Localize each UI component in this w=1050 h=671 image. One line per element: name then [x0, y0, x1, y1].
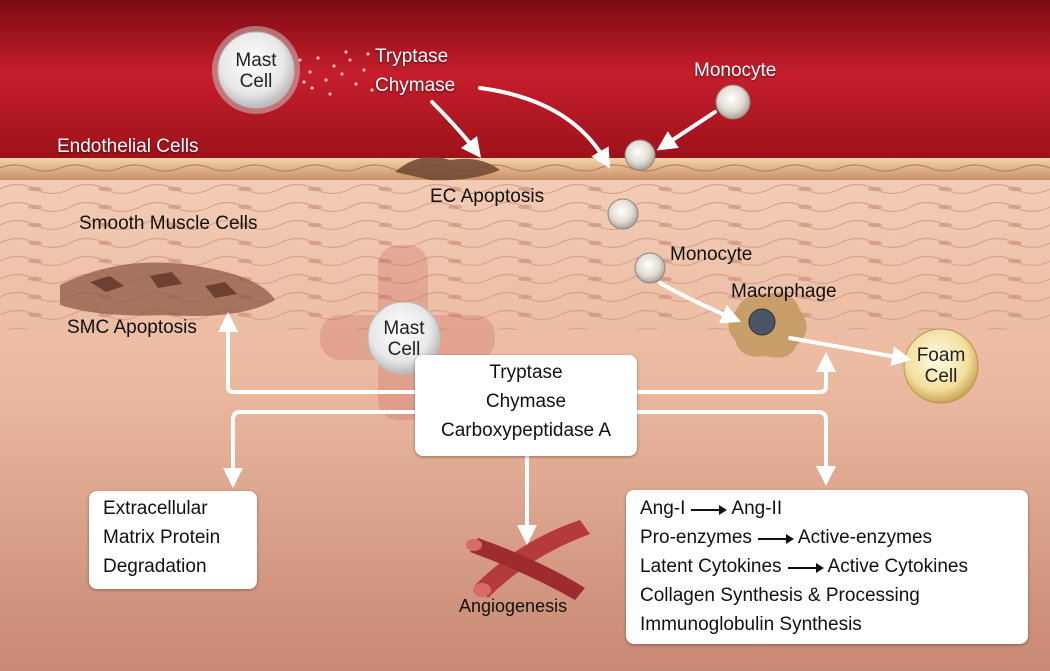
- endothelium-texture: [0, 158, 1050, 180]
- smc-apoptosis-label: SMC Apoptosis: [67, 317, 197, 338]
- enzyme-carboxypeptidase: Carboxypeptidase A: [440, 420, 612, 441]
- conversion-from: Ang-I: [640, 498, 686, 519]
- conversion-row: Latent Cytokines Active Cytokines: [640, 552, 1028, 581]
- conversion-row: Pro-enzymes Active-enzymes: [640, 523, 1028, 552]
- conversion-to: Ang-II: [731, 498, 783, 519]
- effect-collagen: Collagen Synthesis & Processing: [640, 585, 920, 606]
- tryptase-top-label: Tryptase: [375, 46, 449, 67]
- macrophage-label: Macrophage: [731, 281, 837, 302]
- monocyte-migrating-icon: [607, 198, 639, 230]
- effect-immunoglobulin: Immunoglobulin Synthesis: [640, 614, 862, 635]
- enzyme-tryptase: Tryptase: [489, 362, 563, 383]
- monocyte-mid-icon: [634, 252, 666, 284]
- smooth-muscle-cells-label: Smooth Muscle Cells: [79, 213, 258, 234]
- conversion-from: Pro-enzymes: [640, 527, 752, 548]
- enzyme-box: Tryptase Chymase Carboxypeptidase A: [415, 355, 637, 456]
- monocyte-top-label: Monocyte: [694, 60, 777, 81]
- endothelial-cells-label: Endothelial Cells: [57, 136, 199, 157]
- conversion-to: Active-enzymes: [797, 527, 933, 548]
- monocyte-top-icon: [715, 84, 751, 120]
- conversion-row: Ang-I Ang-II: [640, 494, 1028, 523]
- ecm-line-1: Extracellular: [103, 498, 208, 519]
- conversion-to: Active Cytokines: [827, 556, 968, 577]
- conversion-from: Latent Cytokines: [640, 556, 782, 577]
- effects-box: Ang-I Ang-II Pro-enzymes Active-enzymes …: [626, 490, 1028, 644]
- monocyte-mid-label: Monocyte: [670, 244, 753, 265]
- macrophage-icon: [728, 292, 807, 358]
- process-arrows: [218, 86, 912, 545]
- angiogenesis-label: Angiogenesis: [459, 596, 568, 616]
- ec-apoptosis-label: EC Apoptosis: [430, 186, 545, 207]
- angiogenesis-vessels-icon: [466, 520, 590, 600]
- chymase-top-label: Chymase: [375, 75, 456, 96]
- ecm-line-3: Degradation: [103, 556, 207, 577]
- right-arrow-icon: [691, 504, 728, 515]
- monocyte-adhering-icon: [624, 139, 656, 171]
- smc-apoptosis-patch: [60, 262, 275, 316]
- right-arrow-icon: [787, 562, 824, 573]
- ecm-degradation-box: Extracellular Matrix Protein Degradation: [89, 491, 257, 589]
- enzyme-chymase: Chymase: [485, 391, 567, 412]
- vessel-lumen: [0, 0, 1050, 165]
- ecm-line-2: Matrix Protein: [103, 527, 221, 548]
- ec-apoptosis-debris: [395, 156, 500, 181]
- right-arrow-icon: [757, 533, 794, 544]
- mast-cell-top-icon: [212, 26, 300, 114]
- granule-spray: [298, 50, 374, 96]
